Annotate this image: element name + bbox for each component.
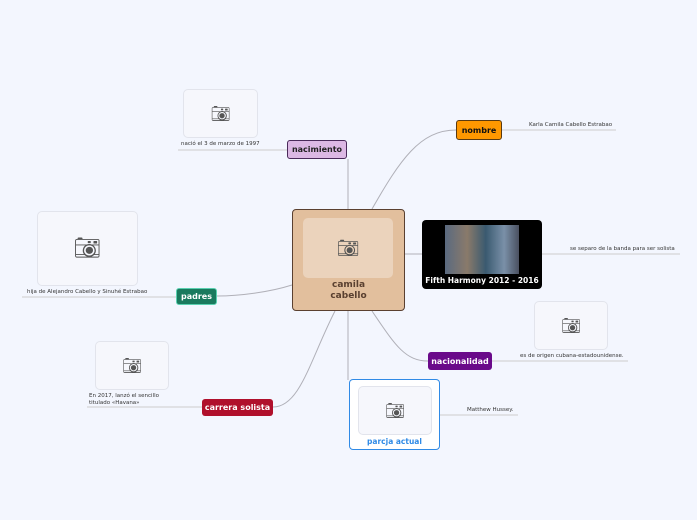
topic-padres[interactable]: padres xyxy=(176,288,217,305)
central-label-1: camila xyxy=(331,280,366,290)
note-nombre: Karla Camila Cabello Estrabao xyxy=(529,122,613,128)
connector-padres xyxy=(216,284,293,297)
note-carrera-line1: En 2017, lanzó el sencillo xyxy=(89,393,159,399)
image-placeholder-pareja[interactable]: 📷︎ xyxy=(358,386,432,435)
camera-icon: 📷︎ xyxy=(210,104,231,123)
fifth-label: Fifth Harmony 2012 - 2016 xyxy=(425,276,539,285)
camera-icon: 📷︎ xyxy=(73,236,102,261)
camera-icon: 📷︎ xyxy=(560,316,582,335)
band-photo xyxy=(445,225,519,274)
central-label-2: cabello xyxy=(330,291,367,301)
camera-icon: 📷︎ xyxy=(121,356,143,375)
connector-nacionalidad xyxy=(371,310,429,362)
note-fifth: se separo de la banda para ser solista xyxy=(570,246,675,252)
pareja-label: parcja actual xyxy=(367,437,422,446)
note-pareja: Matthew Hussey. xyxy=(467,407,514,413)
image-placeholder-nacionalidad[interactable]: 📷︎ xyxy=(534,301,608,350)
image-placeholder-nacimiento[interactable]: 📷︎ xyxy=(183,89,258,138)
central-topic[interactable]: 📷︎ camila cabello xyxy=(292,209,405,311)
topic-nombre[interactable]: nombre xyxy=(456,120,502,140)
topic-nacimiento[interactable]: nacimiento xyxy=(287,140,347,159)
connector-nombre xyxy=(371,129,457,210)
note-carrera: En 2017, lanzó el sencillo titulado «Hav… xyxy=(89,393,159,407)
camera-icon: 📷︎ xyxy=(384,401,406,420)
topic-pareja-actual[interactable]: 📷︎ parcja actual xyxy=(349,379,440,450)
image-placeholder-carrera[interactable]: 📷︎ xyxy=(95,341,169,390)
note-nacimiento: nació el 3 de marzo de 1997 xyxy=(181,141,260,147)
camera-icon: 📷︎ xyxy=(336,237,360,259)
topic-nacionalidad[interactable]: nacionalidad xyxy=(428,352,492,370)
image-placeholder-padres[interactable]: 📷︎ xyxy=(37,211,138,286)
topic-carrera-solista[interactable]: carrera solista xyxy=(202,399,273,416)
topic-fifth-harmony[interactable]: Fifth Harmony 2012 - 2016 xyxy=(422,220,542,289)
image-placeholder[interactable]: 📷︎ xyxy=(303,218,393,278)
note-nacionalidad: es de origen cubana-estadounidense. xyxy=(520,353,624,359)
connector-carrera xyxy=(272,310,336,408)
note-carrera-line2: titulado «Havana» xyxy=(89,400,140,406)
note-padres: hija de Alejandro Cabello y Sinuhé Estra… xyxy=(27,289,148,295)
